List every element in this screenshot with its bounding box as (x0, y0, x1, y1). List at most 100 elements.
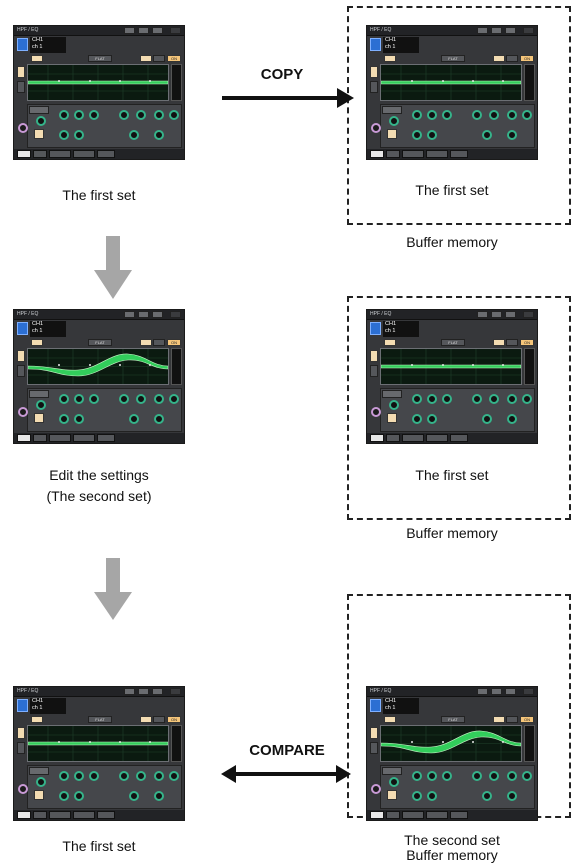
low-freq-knob[interactable] (427, 414, 437, 424)
band-marker-high[interactable] (502, 364, 504, 366)
hpf-slope-button[interactable] (387, 413, 397, 423)
low-mid-gain-knob[interactable] (59, 771, 69, 781)
tab-3[interactable] (402, 150, 424, 158)
low-gain-knob[interactable] (412, 414, 422, 424)
low-mid-q-knob[interactable] (442, 110, 452, 120)
low-shelf-button[interactable] (140, 339, 152, 346)
low-mid-freq-knob[interactable] (427, 110, 437, 120)
high-gain-knob[interactable] (507, 394, 517, 404)
band-marker-low[interactable] (58, 741, 60, 743)
band-marker-low[interactable] (411, 80, 413, 82)
band-marker-low[interactable] (58, 80, 60, 82)
tab-5[interactable] (97, 811, 115, 819)
eq-type-1-button[interactable] (17, 66, 25, 78)
low-freq-knob[interactable] (427, 130, 437, 140)
high-q-knob[interactable] (154, 414, 164, 424)
tab-1[interactable] (17, 811, 31, 819)
close-button[interactable] (523, 311, 534, 318)
tab-5[interactable] (450, 150, 468, 158)
eq-type-2-button[interactable] (370, 81, 378, 93)
low-mid-q-knob[interactable] (89, 771, 99, 781)
paste-button[interactable] (505, 688, 516, 695)
eq-type-1-button[interactable] (370, 350, 378, 362)
copy-button[interactable] (138, 311, 149, 318)
low-gain-knob[interactable] (412, 130, 422, 140)
low-gain-knob[interactable] (59, 414, 69, 424)
flat-button[interactable]: FLAT (441, 55, 465, 62)
high-shelf-button[interactable] (506, 55, 518, 62)
hpf-button[interactable] (29, 390, 49, 398)
band-marker-high[interactable] (149, 364, 151, 366)
low-mid-q-knob[interactable] (89, 394, 99, 404)
band-marker-high-mid[interactable] (119, 364, 121, 366)
mic-icon[interactable] (17, 322, 28, 335)
att-knob[interactable] (371, 407, 381, 417)
flat-button[interactable]: FLAT (88, 339, 112, 346)
hpf-slope-button[interactable] (34, 413, 44, 423)
band-marker-high-mid[interactable] (472, 741, 474, 743)
high-freq-knob[interactable] (169, 110, 179, 120)
low-shelf-button[interactable] (493, 55, 505, 62)
tab-4[interactable] (426, 811, 448, 819)
hpf-slope-button[interactable] (387, 790, 397, 800)
eq-bypass-button[interactable] (31, 55, 43, 62)
band-marker-high-mid[interactable] (472, 80, 474, 82)
high-gain-knob[interactable] (507, 110, 517, 120)
paste-button[interactable] (152, 27, 163, 34)
tab-1[interactable] (370, 811, 384, 819)
high-q-knob[interactable] (507, 791, 517, 801)
hpf-freq-knob[interactable] (389, 116, 399, 126)
high-freq-knob[interactable] (522, 110, 532, 120)
tab-2[interactable] (386, 811, 400, 819)
high-mid-gain-knob[interactable] (472, 110, 482, 120)
low-freq-knob[interactable] (74, 791, 84, 801)
low-gain-knob[interactable] (59, 791, 69, 801)
low-mid-gain-knob[interactable] (59, 110, 69, 120)
copy-button[interactable] (491, 311, 502, 318)
band-marker-low[interactable] (411, 741, 413, 743)
high-mid-gain-knob[interactable] (119, 771, 129, 781)
high-mid-freq-knob[interactable] (136, 394, 146, 404)
band-marker-high-mid[interactable] (472, 364, 474, 366)
low-mid-freq-knob[interactable] (427, 771, 437, 781)
mic-icon[interactable] (370, 699, 381, 712)
band-marker-high[interactable] (502, 741, 504, 743)
high-shelf-button[interactable] (506, 716, 518, 723)
low-shelf-button[interactable] (493, 339, 505, 346)
low-freq-knob[interactable] (74, 130, 84, 140)
high-freq-knob[interactable] (522, 771, 532, 781)
band-marker-low[interactable] (411, 364, 413, 366)
eq-type-2-button[interactable] (17, 365, 25, 377)
hpf-button[interactable] (382, 106, 402, 114)
att-knob[interactable] (371, 784, 381, 794)
tab-4[interactable] (426, 150, 448, 158)
library-button[interactable] (477, 311, 488, 318)
library-button[interactable] (124, 311, 135, 318)
eq-type-2-button[interactable] (17, 81, 25, 93)
copy-button[interactable] (138, 688, 149, 695)
hpf-freq-knob[interactable] (36, 400, 46, 410)
library-button[interactable] (477, 688, 488, 695)
eq-on-button[interactable]: ON (167, 339, 181, 346)
copy-button[interactable] (491, 27, 502, 34)
mic-icon[interactable] (17, 699, 28, 712)
high-gain-knob[interactable] (154, 771, 164, 781)
tab-3[interactable] (49, 434, 71, 442)
band-marker-high-mid[interactable] (119, 80, 121, 82)
high-mid-q-knob[interactable] (482, 130, 492, 140)
high-mid-freq-knob[interactable] (136, 110, 146, 120)
att-knob[interactable] (18, 123, 28, 133)
tab-1[interactable] (17, 150, 31, 158)
paste-button[interactable] (152, 688, 163, 695)
tab-1[interactable] (370, 150, 384, 158)
low-mid-freq-knob[interactable] (427, 394, 437, 404)
tab-2[interactable] (33, 434, 47, 442)
high-q-knob[interactable] (507, 414, 517, 424)
band-marker-low-mid[interactable] (442, 364, 444, 366)
hpf-slope-button[interactable] (34, 129, 44, 139)
low-mid-q-knob[interactable] (442, 394, 452, 404)
high-mid-freq-knob[interactable] (489, 110, 499, 120)
flat-button[interactable]: FLAT (441, 339, 465, 346)
low-shelf-button[interactable] (140, 716, 152, 723)
high-freq-knob[interactable] (522, 394, 532, 404)
